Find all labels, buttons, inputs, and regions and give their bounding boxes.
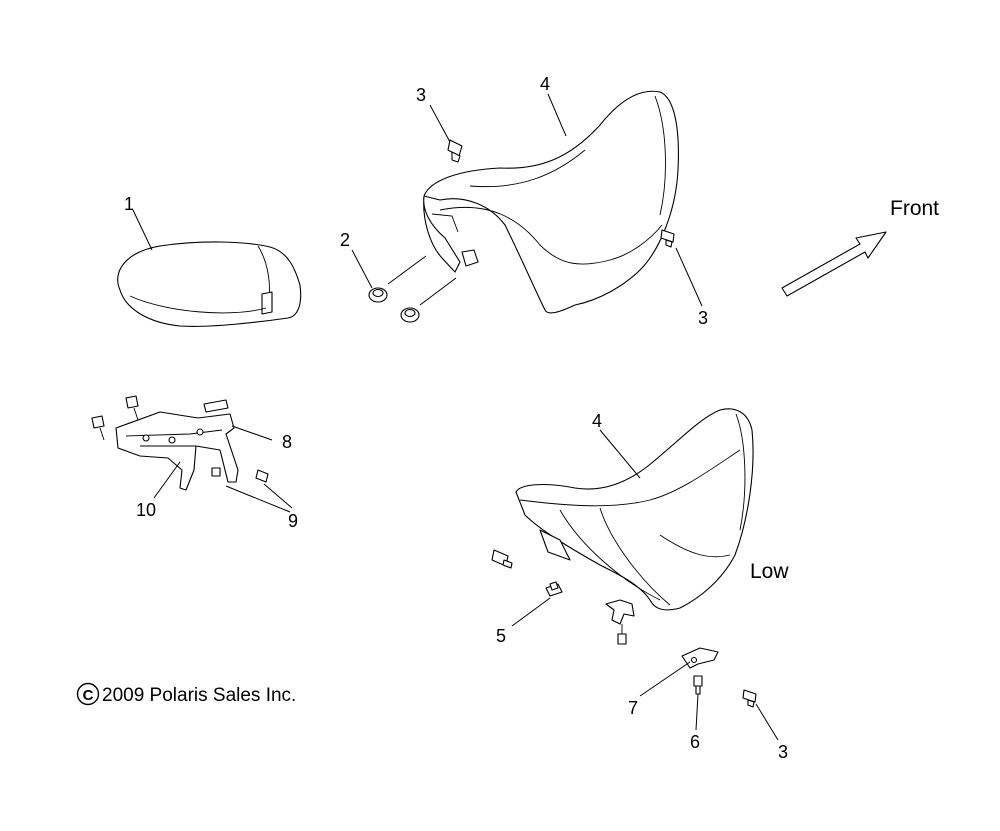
callout-5: 5 bbox=[496, 626, 506, 646]
callout-2: 2 bbox=[340, 230, 350, 250]
copyright-text: 2009 Polaris Sales Inc. bbox=[102, 685, 296, 706]
copyright-notice: C 2009 Polaris Sales Inc. bbox=[76, 682, 296, 706]
callout-10: 10 bbox=[136, 500, 156, 520]
callout-3-top: 3 bbox=[416, 85, 426, 105]
callout-7: 7 bbox=[628, 698, 638, 718]
callout-4-low: 4 bbox=[592, 411, 602, 431]
copyright-circle-icon bbox=[76, 682, 100, 706]
leader-lines bbox=[132, 93, 779, 741]
copyright-symbol: C bbox=[83, 687, 94, 704]
callout-4-top: 4 bbox=[540, 74, 550, 94]
mounting-bracket-assembly bbox=[91, 395, 269, 491]
callout-9: 9 bbox=[288, 511, 298, 531]
clip-part-5 bbox=[545, 581, 563, 597]
passenger-seat bbox=[117, 241, 302, 327]
front-arrow bbox=[781, 231, 887, 297]
screw-part-low-right bbox=[742, 689, 757, 708]
bracket-part-7 bbox=[681, 647, 719, 669]
grommet-parts bbox=[368, 255, 457, 323]
callout-3-low: 3 bbox=[778, 742, 788, 762]
bolt-part-6 bbox=[693, 675, 703, 695]
low-label: Low bbox=[750, 560, 789, 583]
low-seat bbox=[515, 408, 754, 611]
screw-part-low-left bbox=[491, 549, 513, 569]
front-label: Front bbox=[890, 197, 939, 220]
callout-6: 6 bbox=[690, 732, 700, 752]
screw-part-top bbox=[447, 139, 463, 163]
callout-1: 1 bbox=[124, 194, 134, 214]
screw-part-right bbox=[660, 229, 675, 248]
callout-8: 8 bbox=[282, 432, 292, 452]
standard-seat bbox=[423, 90, 679, 314]
bracket-part-left bbox=[605, 599, 635, 645]
callout-3-right: 3 bbox=[698, 308, 708, 328]
